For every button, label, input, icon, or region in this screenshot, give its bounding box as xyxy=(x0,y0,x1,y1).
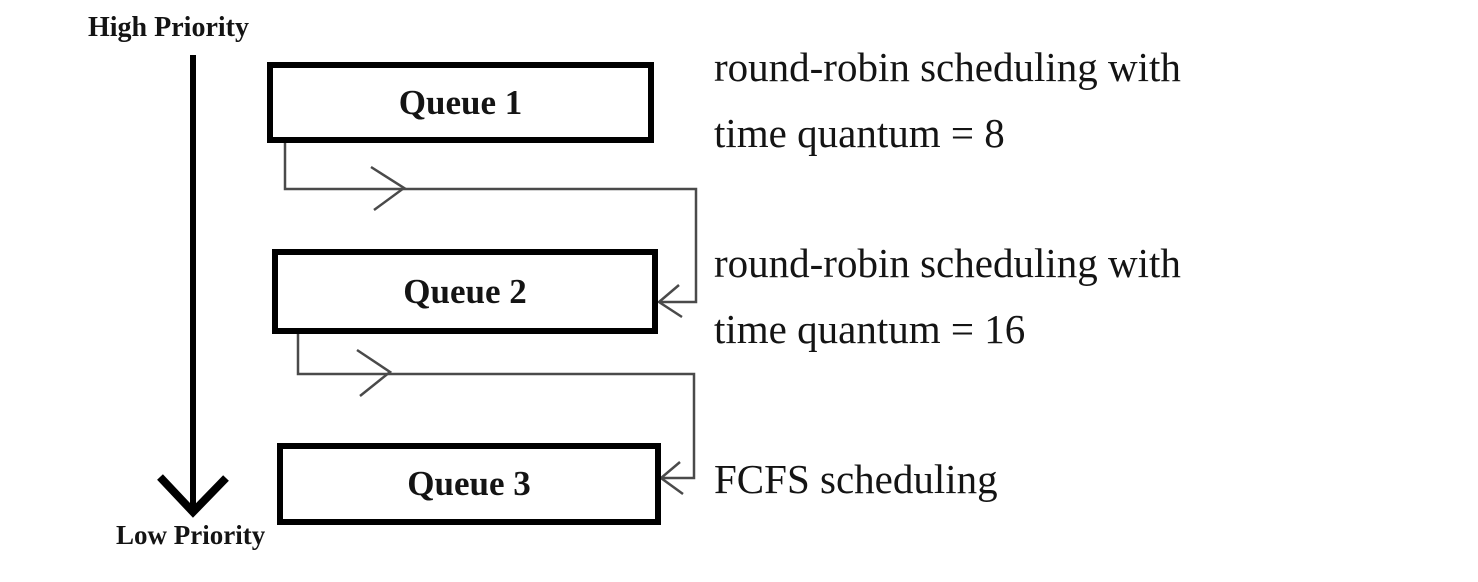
annotation-line: time quantum = 8 xyxy=(714,110,1005,156)
queue-1-label: Queue 1 xyxy=(398,82,523,122)
high-priority-label: High Priority xyxy=(88,12,249,43)
queue-2-annotation: round-robin scheduling with time quantum… xyxy=(714,230,1181,362)
queue-3-annotation: FCFS scheduling xyxy=(714,446,998,512)
low-priority-label: Low Priority xyxy=(116,520,266,550)
queue-1-box: Queue 1 xyxy=(267,62,654,143)
queue-3-box: Queue 3 xyxy=(277,443,661,525)
annotation-line: round-robin scheduling with xyxy=(714,240,1181,286)
priority-arrow xyxy=(157,55,229,518)
queue-2-box: Queue 2 xyxy=(272,249,658,334)
queue-3-label: Queue 3 xyxy=(407,464,531,503)
annotation-line: round-robin scheduling with xyxy=(714,44,1181,90)
queue-2-label: Queue 2 xyxy=(403,271,527,311)
queue-1-annotation: round-robin scheduling with time quantum… xyxy=(714,34,1181,166)
annotation-line: time quantum = 16 xyxy=(714,306,1026,352)
annotation-line: FCFS scheduling xyxy=(714,456,998,502)
